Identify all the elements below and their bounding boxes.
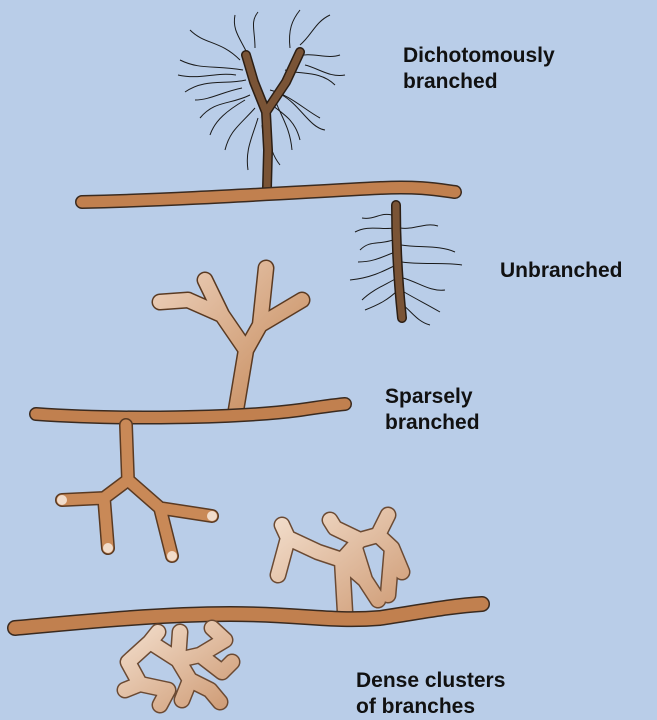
label-sparsely-branched: Sparsely branched [385,384,480,436]
label-line: Dense clusters [356,668,505,694]
label-dichotomously-branched: Dichotomously branched [403,43,555,95]
dense-cluster-upper [278,515,402,612]
label-dense-clusters: Dense clusters of branches [356,668,505,720]
dichotomous-branch [246,52,300,188]
dense-cluster-lower [125,628,232,705]
bottom-hypha [15,604,482,628]
sparse-branch-lower [57,425,217,561]
top-hypha [82,187,455,202]
middle-hypha [36,404,345,417]
label-line: Dichotomously [403,43,555,69]
label-line: Sparsely [385,384,480,410]
label-line: branched [385,410,480,436]
label-line: of branches [356,694,505,720]
sparse-branch-upper [160,268,302,410]
label-unbranched: Unbranched [500,258,623,284]
unbranched-root [396,205,402,318]
label-line: branched [403,69,555,95]
